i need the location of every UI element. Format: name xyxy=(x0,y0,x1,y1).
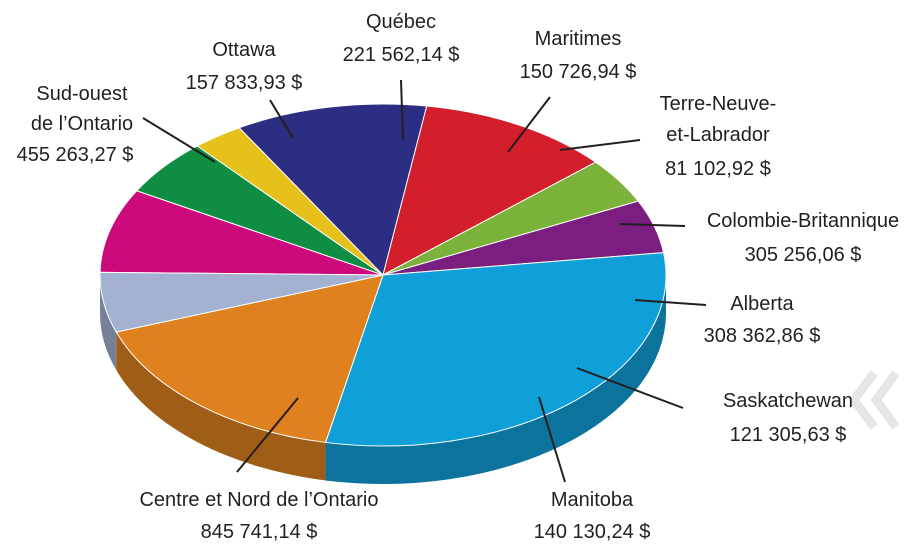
slice-sud-ouest-de-lontario xyxy=(115,274,384,443)
leader-saskatchewan xyxy=(576,367,684,409)
slice-label-manitoba: Manitoba xyxy=(551,489,634,511)
leader-alberta xyxy=(634,299,707,306)
leader-terre-neuve-et-labrador xyxy=(559,139,641,151)
value-label-terre-neuve-et-labrador: 81 102,92 $ xyxy=(665,158,771,180)
value-label-manitoba: 140 130,24 $ xyxy=(534,521,651,543)
slice-label-sud-ouest-de-lontario: de l’Ontario xyxy=(31,113,133,135)
slice-label-ottawa: Ottawa xyxy=(212,39,276,61)
leader-quebec xyxy=(400,79,404,141)
leader-colombie-britannique xyxy=(619,223,686,227)
slice-label-saskatchewan: Saskatchewan xyxy=(723,390,853,412)
leader-lines xyxy=(142,79,707,483)
leader-sud-ouest-de-lontario xyxy=(142,117,216,163)
slice-label-alberta: Alberta xyxy=(730,293,794,315)
slice-alberta xyxy=(382,105,597,276)
slice-label-quebec: Québec xyxy=(366,11,436,33)
slice-labels: Québec 221 562,14 $ Maritimes 150 726,94 $ T… xyxy=(17,11,900,543)
leader-manitoba xyxy=(538,396,566,483)
value-label-maritimes: 150 726,94 $ xyxy=(520,61,637,83)
slice-colombie-britannique xyxy=(238,103,428,276)
leader-centre-et-nord-de-lontario xyxy=(236,397,299,473)
slice-label-maritimes: Maritimes xyxy=(535,28,622,50)
slice-centre-et-nord-de-lontario xyxy=(324,252,667,447)
value-label-alberta: 308 362,86 $ xyxy=(704,325,821,347)
slice-side-centre-et-nord-de-lontario xyxy=(325,275,666,484)
double-chevron-left-icon xyxy=(852,370,900,430)
slice-label-terre-neuve-et-labrador: et-Labrador xyxy=(666,124,770,146)
slice-side-sud-ouest-de-lontario xyxy=(116,332,326,481)
slice-label-sud-ouest-de-lontario: Sud-ouest xyxy=(36,83,128,105)
slice-label-terre-neuve-et-labrador: Terre-Neuve- xyxy=(660,93,777,115)
leader-ottawa xyxy=(269,99,294,139)
value-label-ottawa: 157 833,93 $ xyxy=(186,72,303,94)
slice-ottawa xyxy=(99,271,384,333)
value-label-sud-ouest-de-lontario: 455 263,27 $ xyxy=(17,144,134,166)
slice-label-centre-et-nord-de-lontario: Centre et Nord de l’Ontario xyxy=(139,489,378,511)
slice-side-ottawa xyxy=(100,275,117,371)
pie-slices xyxy=(99,103,667,447)
value-label-saskatchewan: 121 305,63 $ xyxy=(730,424,847,446)
value-label-centre-et-nord-de-lontario: 845 741,14 $ xyxy=(201,521,318,543)
slice-quebec xyxy=(99,190,384,276)
pie-depth xyxy=(100,275,666,484)
value-label-quebec: 221 562,14 $ xyxy=(343,44,460,66)
value-label-colombie-britannique: 305 256,06 $ xyxy=(745,244,862,266)
leader-maritimes xyxy=(507,96,551,153)
slice-label-colombie-britannique: Colombie-Britannique xyxy=(707,210,899,232)
